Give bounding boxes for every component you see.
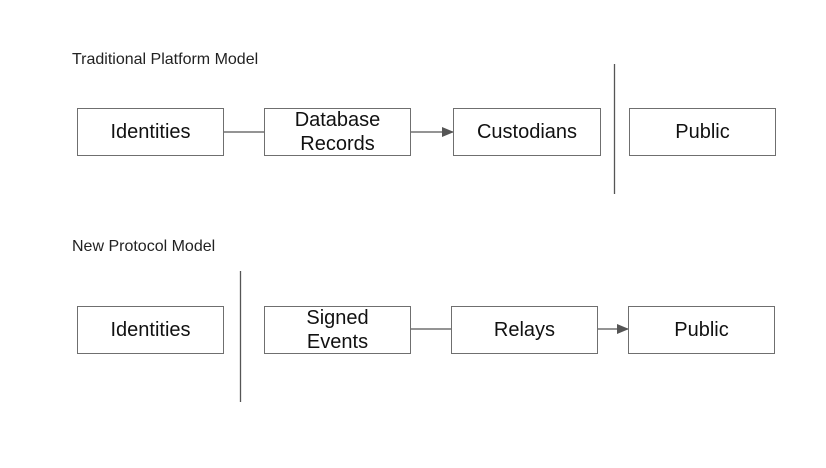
custodians-label: Custodians xyxy=(476,121,578,143)
database-records-box: Database Records xyxy=(264,108,411,156)
custodians-box: Custodians xyxy=(453,108,601,156)
signed-events-box: Signed Events xyxy=(264,306,411,354)
database-records-label: Database Records xyxy=(294,109,381,155)
relays-label: Relays xyxy=(493,319,556,341)
protocol-identities-label: Identities xyxy=(110,319,191,341)
traditional-identities-box: Identities xyxy=(77,108,224,156)
traditional-public-label: Public xyxy=(675,121,730,143)
traditional-public-box: Public xyxy=(629,108,776,156)
protocol-public-box: Public xyxy=(628,306,775,354)
relays-box: Relays xyxy=(451,306,598,354)
protocol-model-title: New Protocol Model xyxy=(72,238,216,255)
traditional-identities-label: Identities xyxy=(110,121,191,143)
signed-events-label: Signed Events xyxy=(306,307,369,353)
protocol-public-label: Public xyxy=(674,319,729,341)
protocol-identities-box: Identities xyxy=(77,306,224,354)
traditional-model-title: Traditional Platform Model xyxy=(72,51,259,68)
